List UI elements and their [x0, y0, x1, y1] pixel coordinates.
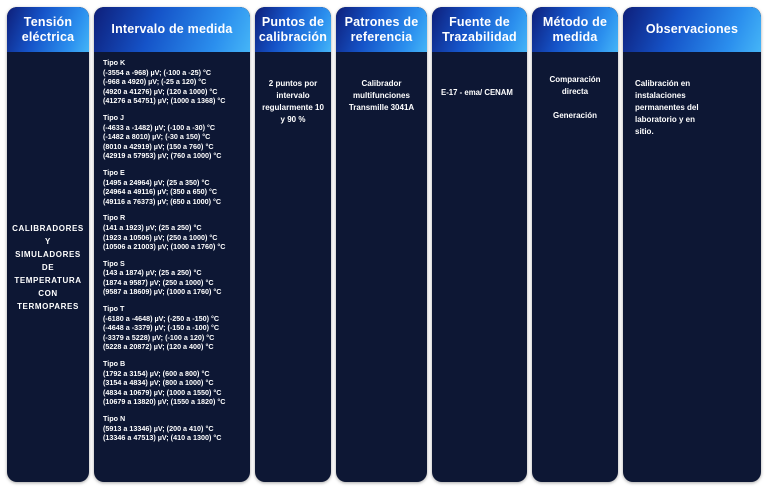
tipo-range-line: (13346 a 47513) µV; (410 a 1300) °C	[103, 433, 222, 443]
tipo-range-line: (4920 a 41276) µV; (120 a 1000) °C	[103, 86, 218, 96]
tipo-range-line: (41276 a 54751) µV; (1000 a 1368) °C	[103, 96, 226, 106]
puntos-body: 2 puntos por intervalo regularmente 10 y…	[262, 79, 324, 124]
tipo-label: Tipo K	[103, 58, 126, 67]
column-header-fuente: Fuente de Trazabilidad	[432, 7, 527, 52]
tipo-group: Tipo S(143 a 1874) µV; (25 a 250) °C(187…	[103, 259, 242, 297]
tipo-range-line: (1792 a 3154) µV; (600 a 800) °C	[103, 368, 210, 378]
tipo-label: Tipo B	[103, 359, 126, 369]
column-puntos-de-calibracion: Puntos de calibración 2 puntos por inter…	[255, 7, 331, 482]
tipo-range-line: (143 a 1874) µV; (25 a 250) °C	[103, 268, 202, 278]
tipo-label: Tipo J	[103, 112, 125, 122]
tipo-group: Tipo R(141 a 1923) µV; (25 a 250) °C(192…	[103, 213, 242, 251]
column-observaciones: Observaciones Calibración en instalacion…	[623, 7, 761, 482]
tipo-range-line: (10679 a 13820) µV; (1550 a 1820) °C	[103, 397, 226, 407]
tipo-range-line: (-6180 a -4648) µV; (-250 a -150) °C	[103, 313, 220, 323]
tipo-label: Tipo S	[103, 258, 125, 268]
tipo-label: Tipo R	[103, 213, 126, 223]
tipo-range-line: (8010 a 42919) µV; (150 a 760) °C	[103, 141, 214, 151]
tipo-range-line: (-4648 a -3379) µV; (-150 a -100) °C	[103, 323, 220, 333]
column-header-intervalo: Intervalo de medida	[94, 7, 250, 52]
tipo-group: Tipo N(5913 a 13346) µV; (200 a 410) °C(…	[103, 414, 242, 443]
tension-line: TERMOPARES	[17, 301, 79, 311]
tipo-group: Tipo T(-6180 a -4648) µV; (-250 a -150) …	[103, 304, 242, 352]
tipo-group: Tipo K(-3554 a -968) µV; (-100 a -25) °C…	[103, 58, 242, 106]
metodo-line: Comparación directa	[549, 75, 601, 96]
column-header-tension: Tensión eléctrica	[7, 7, 89, 52]
tension-body: CALIBRADORES Y SIMULADORES DE TEMPERATURA CON…	[7, 52, 89, 482]
intervalo-body: Tipo K(-3554 a -968) µV; (-100 a -25) °C…	[94, 52, 250, 482]
tipo-range-line: (-3554 a -968) µV; (-100 a -25) °C	[103, 67, 212, 77]
tipo-group: Tipo B(1792 a 3154) µV; (600 a 800) °C(3…	[103, 359, 242, 407]
tipo-range-line: (-968 a 4920) µV; (-25 a 120) °C	[103, 77, 207, 87]
tipo-range-line: (10506 a 21003) µV; (1000 a 1760) °C	[103, 242, 226, 252]
tipo-range-line: (1495 a 24964) µV; (25 a 350) °C	[103, 177, 210, 187]
tipo-range-line: (5228 a 20872) µV; (120 a 400) °C	[103, 342, 214, 352]
fuente-body: E-17 - ema/ CENAM	[441, 88, 513, 97]
tipo-range-line: (4834 a 10679) µV; (1000 a 1550) °C	[103, 387, 222, 397]
tipo-range-line: (49116 a 76373) µV; (650 a 1000) °C	[103, 196, 222, 206]
observaciones-body: Calibración en instalaciones permanentes…	[623, 52, 761, 482]
tipo-range-line: (9587 a 18609) µV; (1000 a 1760) °C	[103, 287, 222, 297]
tipo-label: Tipo N	[103, 414, 126, 423]
tipo-range-line: (1923 a 10506) µV; (250 a 1000) °C	[103, 232, 218, 242]
tension-line: DE	[41, 262, 55, 272]
tension-line: Y	[45, 236, 51, 246]
tension-line: CON	[38, 288, 58, 298]
column-header-metodo: Método de medida	[532, 7, 618, 52]
tension-line: CALIBRADORES	[12, 223, 84, 233]
tipo-group: Tipo E(1495 a 24964) µV; (25 a 350) °C(2…	[103, 168, 242, 206]
tipo-range-line: (-3379 a 5228) µV; (-100 a 120) °C	[103, 332, 215, 342]
column-intervalo-de-medida: Intervalo de medida Tipo K(-3554 a -968)…	[94, 7, 250, 482]
tipo-range-line: (3154 a 4834) µV; (800 a 1000) °C	[103, 378, 214, 388]
metodo-line: Generación	[552, 111, 597, 120]
column-tension-electrica: Tensión eléctrica CALIBRADORES Y SIMULADOR…	[7, 7, 89, 482]
tipo-range-line: (24964 a 49116) µV; (350 a 650) °C	[103, 187, 218, 197]
tipo-range-line: (-1482 a 8010) µV; (-30 a 150) °C	[103, 132, 211, 142]
tipo-range-line: (1874 a 9587) µV; (250 a 1000) °C	[103, 277, 214, 287]
observaciones-text: Calibración en instalaciones permanentes…	[635, 79, 699, 136]
column-fuente-de-trazabilidad: Fuente de Trazabilidad E-17 - ema/ CENAM	[432, 7, 527, 482]
tipo-range-line: (42919 a 57953) µV; (760 a 1000) °C	[103, 151, 222, 161]
column-header-puntos: Puntos de calibración	[255, 7, 331, 52]
tipo-range-line: (141 a 1923) µV; (25 a 250) °C	[103, 222, 202, 232]
patrones-body: Calibrador multifunciones Transmille 304…	[348, 79, 415, 112]
column-patrones-de-referencia: Patrones de referencia Calibrador multif…	[336, 7, 427, 482]
tension-line: SIMULADORES	[15, 249, 81, 259]
tipo-label: Tipo T	[103, 304, 125, 314]
tipo-range-line: (5913 a 13346) µV; (200 a 410) °C	[103, 423, 214, 433]
tipo-group: Tipo J(-4633 a -1482) µV; (-100 a -30) °…	[103, 113, 242, 161]
tipo-range-line: (-4633 a -1482) µV; (-100 a -30) °C	[103, 122, 216, 132]
column-header-observaciones: Observaciones	[623, 7, 761, 52]
tipo-label: Tipo E	[103, 167, 125, 177]
tension-line: TEMPERATURA	[14, 275, 82, 285]
column-header-patrones: Patrones de referencia	[336, 7, 427, 52]
